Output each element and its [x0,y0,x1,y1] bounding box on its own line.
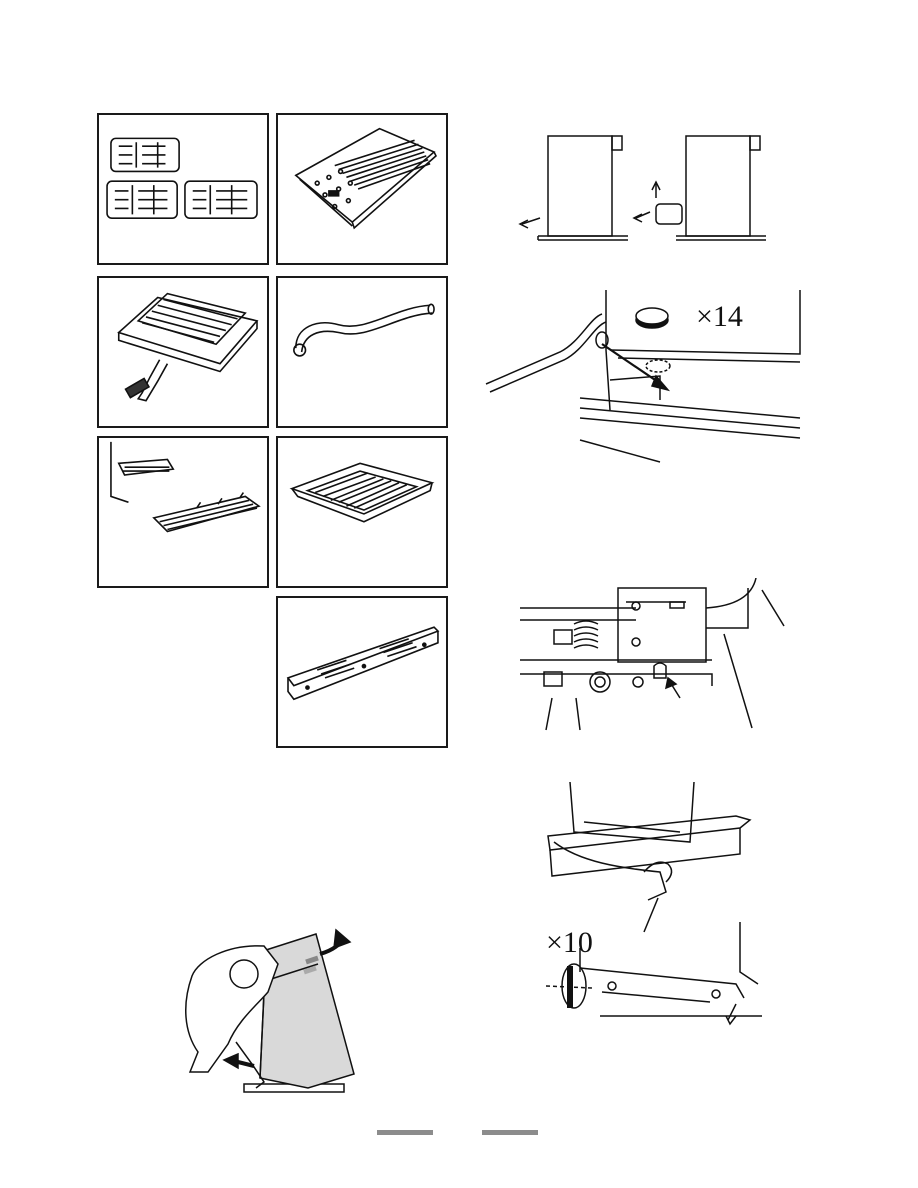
stability-bracket-illustration [516,578,796,733]
hose-bung-illustration [510,128,800,248]
footer-bar-right [482,1130,538,1135]
pan-supports-illustration [99,115,267,263]
figure-tilt-cooker [168,924,368,1096]
levelling-feet-illustration [540,772,768,1030]
panel-griddle-plate [276,113,448,265]
figure-hose-bung-removal [510,128,800,248]
burner-turn-count: ×14 [696,302,743,332]
panel-roasting-tin [276,436,448,588]
gas-hose-illustration [278,278,446,426]
panel-gas-hose [276,276,448,428]
tilt-cooker-illustration [168,924,368,1096]
figure-levelling-feet [540,772,768,1030]
panel-pan-supports [97,113,269,265]
figure-hose-connection [480,290,820,475]
panel-plinth-strip [276,596,448,748]
oven-shelves-illustration [99,438,267,586]
footer-bar-left [377,1130,433,1135]
panel-grill-pan [97,276,269,428]
roasting-tin-illustration [278,438,446,586]
figure-stability-bracket [516,578,796,733]
panel-oven-shelves [97,436,269,588]
foot-turn-count: ×10 [546,928,593,958]
plinth-strip-illustration [278,598,446,746]
griddle-plate-illustration [278,115,446,263]
grill-pan-illustration [99,278,267,426]
hose-connection-illustration [480,290,820,475]
